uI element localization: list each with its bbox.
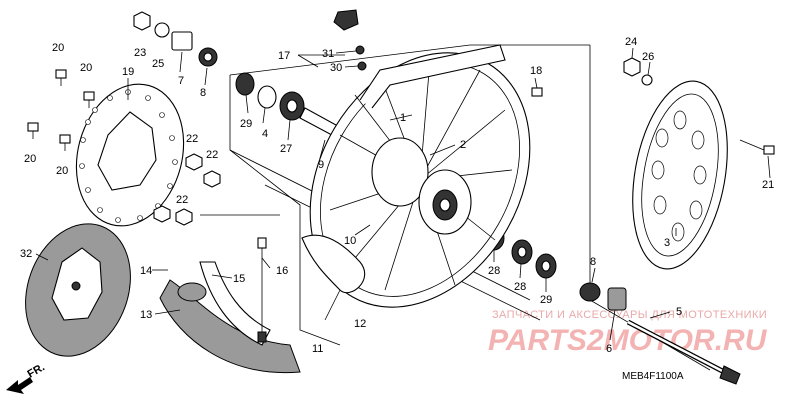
callout-8-axle: 8 — [590, 256, 596, 268]
callout-22-a: 22 — [186, 133, 198, 145]
callout-13: 13 — [140, 309, 152, 321]
callout-23: 23 — [134, 47, 146, 59]
callout-25: 25 — [152, 58, 164, 70]
callout-15: 15 — [233, 273, 245, 285]
callout-28-a: 28 — [488, 265, 500, 277]
front-label: FR. — [26, 361, 47, 380]
callout-11: 11 — [312, 343, 323, 355]
callout-1: 1 — [400, 112, 406, 124]
callout-20-a: 20 — [52, 42, 64, 54]
callout-29-b: 29 — [540, 294, 552, 306]
callout-5: 5 — [676, 306, 682, 318]
leader-lines — [35, 47, 771, 341]
spoke-parts — [333, 9, 543, 97]
axle-parts — [579, 282, 741, 385]
callout-20-d: 20 — [56, 165, 68, 177]
callout-26: 26 — [642, 51, 654, 63]
callout-3: 3 — [664, 237, 670, 249]
diagram-code: MEB4F1100A — [622, 371, 684, 382]
watermark-logo: PARTS2MOTOR.RU — [488, 324, 768, 357]
callout-14: 14 — [140, 265, 152, 277]
callout-20-c: 20 — [24, 153, 36, 165]
callout-4: 4 — [262, 128, 268, 140]
callout-8-top: 8 — [200, 87, 206, 99]
callout-2: 2 — [460, 139, 466, 151]
tire-tube — [159, 237, 301, 374]
callout-12: 12 — [354, 318, 366, 330]
rear-wheel — [301, 44, 531, 308]
front-direction-marker: FR. — [6, 361, 47, 394]
callout-10: 10 — [344, 235, 356, 247]
callout-22-c: 22 — [176, 194, 188, 206]
watermark-caption: ЗАПЧАСТИ И АКСЕССУАРЫ ДЛЯ МОТОТЕХНИКИ — [492, 309, 767, 321]
brake-disc-upper — [75, 83, 185, 227]
callout-21: 21 — [762, 179, 774, 191]
callout-20-b: 20 — [80, 62, 92, 74]
brake-disc-lower — [25, 223, 131, 357]
bolts-left — [27, 69, 221, 226]
small-parts-top — [133, 11, 218, 67]
callout-labels: 1 2 3 4 5 6 7 8 8 9 10 11 12 13 14 15 16… — [20, 36, 774, 355]
callout-29-a: 29 — [240, 118, 252, 130]
callout-27: 27 — [280, 143, 292, 155]
callout-30: 30 — [330, 62, 342, 74]
callout-17: 17 — [278, 50, 290, 62]
callout-9: 9 — [318, 159, 324, 171]
callout-22-b: 22 — [206, 149, 218, 161]
callout-18: 18 — [530, 65, 542, 77]
callout-32: 32 — [20, 248, 32, 260]
callout-31: 31 — [322, 48, 334, 60]
sprocket — [623, 57, 775, 270]
callout-6: 6 — [606, 343, 612, 355]
callout-24: 24 — [625, 36, 637, 48]
callout-28-b: 28 — [514, 281, 526, 293]
callout-19: 19 — [122, 66, 134, 78]
callout-7: 7 — [178, 75, 184, 87]
callout-16: 16 — [276, 265, 288, 277]
